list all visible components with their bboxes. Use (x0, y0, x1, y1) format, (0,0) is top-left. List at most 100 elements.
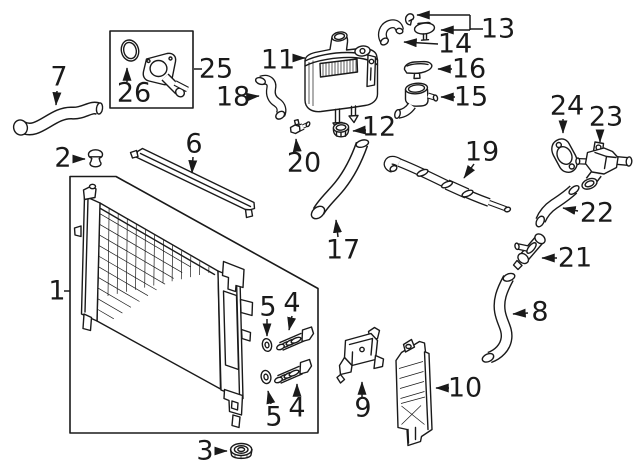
bottom-bracket-window (230, 400, 239, 411)
callout-15[interactable]: 15 (454, 82, 488, 113)
callout-arrow (562, 206, 579, 215)
strip-right-tab (244, 208, 254, 219)
part-24-gasket (551, 138, 578, 173)
callout-12[interactable]: 12 (362, 112, 396, 143)
tank-leg-foot (348, 114, 359, 124)
part-5-oring-upper (261, 337, 273, 353)
hose-thin-end-fill (488, 201, 508, 211)
part-6-support-strip (129, 147, 256, 219)
joint-foot (512, 259, 523, 271)
callout-19[interactable]: 19 (465, 137, 499, 168)
hose-collar (440, 180, 454, 189)
neck-pipe-end (394, 108, 401, 120)
radiator-core (96, 202, 222, 390)
callout-5-upper[interactable]: 5 (259, 292, 276, 323)
hose-fill (19, 103, 102, 134)
callout-22[interactable]: 22 (580, 198, 614, 229)
callout-21[interactable]: 21 (558, 243, 592, 274)
callout-9[interactable]: 9 (354, 393, 371, 424)
strip-left-hook (129, 149, 139, 159)
callout-arrow (352, 125, 367, 135)
radiator-core-fins (96, 208, 210, 320)
callout-5-lower[interactable]: 5 (265, 402, 282, 433)
part-23-water-inlet (575, 141, 633, 190)
callout-24[interactable]: 24 (550, 91, 584, 122)
bracket-detail (348, 337, 374, 367)
left-tank-neck (88, 183, 97, 190)
callout-17[interactable]: 17 (326, 235, 360, 266)
plug-nub (293, 119, 300, 126)
joint-bottom-opening (517, 252, 530, 265)
bracket-lower-flange (338, 356, 353, 376)
callout-20[interactable]: 20 (287, 148, 321, 179)
neck-ring-inner (407, 84, 426, 93)
callout-14[interactable]: 14 (438, 29, 472, 60)
part-2-clip (87, 149, 104, 168)
fitting-wing (299, 358, 313, 375)
hose-end-opening (379, 37, 390, 46)
hose-end-opening (12, 119, 29, 136)
part-21-joint (512, 233, 546, 271)
right-tank-top-bracket (221, 260, 245, 293)
part-11-reservoir-tank (304, 31, 379, 131)
callout-4-upper[interactable]: 4 (283, 288, 300, 319)
fitting-wing (301, 326, 315, 343)
callout-1[interactable]: 1 (48, 276, 65, 307)
gasket-bolt-hole (555, 141, 562, 149)
callout-2[interactable]: 2 (54, 143, 71, 174)
callout-10[interactable]: 10 (448, 373, 482, 404)
tank-leg (350, 105, 357, 117)
left-tank-foot (82, 313, 93, 332)
callout-labels: 1 2 3 4 5 4 5 6 7 8 9 10 11 12 13 14 15 … (48, 14, 623, 467)
part-22-hose (535, 185, 580, 228)
deflector-bottom-notch (407, 426, 417, 444)
part-25-stub-fill (174, 81, 189, 92)
plug-tip-end (305, 121, 311, 128)
callout-13[interactable]: 13 (481, 14, 515, 45)
callout-11[interactable]: 11 (261, 45, 295, 76)
callout-6[interactable]: 6 (185, 129, 202, 160)
neck-stub-end (432, 94, 439, 102)
bracket-hole (368, 58, 375, 65)
callout-leaders (52, 10, 605, 456)
part-25-bolt-hole (146, 58, 151, 64)
hose-fill (379, 20, 403, 43)
callout-3[interactable]: 3 (196, 436, 213, 467)
valve-body (413, 22, 436, 35)
oring-inner (263, 373, 269, 381)
callout-arrow (463, 163, 476, 179)
level-band-hatch (322, 59, 357, 77)
hose-collar (416, 168, 429, 177)
part-5-oring-lower (260, 369, 272, 385)
hose-end-opening (355, 139, 370, 149)
cap-detail (406, 63, 429, 67)
callout-8[interactable]: 8 (531, 297, 548, 328)
callout-arrow (292, 138, 302, 153)
grommet-mid-ring (233, 445, 249, 455)
inlet-left-opening (575, 157, 581, 166)
deflector-panel (395, 340, 433, 447)
clip-detail (408, 18, 414, 22)
callout-arrow (266, 390, 276, 405)
callout-arrow (245, 92, 260, 102)
right-tank-foot (231, 414, 241, 429)
hose-end-opening (395, 27, 404, 35)
part-3-grommet (229, 442, 253, 460)
callout-16[interactable]: 16 (452, 54, 486, 85)
plug-hex (289, 124, 301, 135)
callout-23[interactable]: 23 (589, 102, 623, 133)
callout-18[interactable]: 18 (216, 82, 250, 113)
callout-25[interactable]: 25 (199, 54, 233, 85)
callout-26[interactable]: 26 (117, 78, 151, 109)
hose-fill (487, 275, 513, 362)
part-9-bracket (336, 326, 385, 384)
left-tank-tab (73, 225, 82, 238)
part-4-fitting-lower (274, 358, 313, 384)
joint-collar (526, 242, 537, 254)
fitting-rib (288, 369, 300, 377)
callout-4-lower[interactable]: 4 (288, 393, 305, 424)
part-1-radiator (73, 183, 254, 429)
callout-7[interactable]: 7 (50, 62, 67, 93)
